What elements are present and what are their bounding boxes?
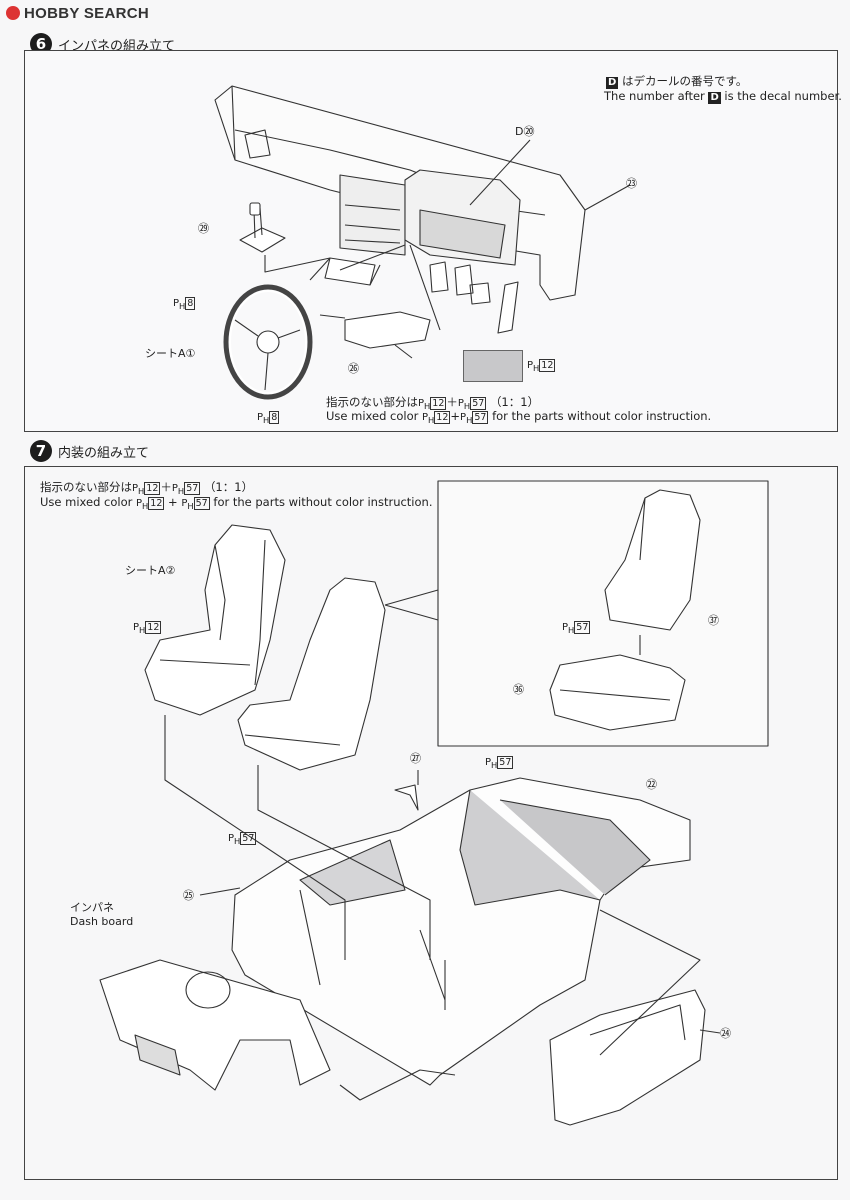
steering-column-drawing — [319, 311, 431, 359]
logo-mark-icon — [6, 6, 20, 20]
label-part-22: ㉒ — [646, 778, 657, 791]
label-dash-jp: インパネ — [70, 901, 114, 914]
dashboard-drawing — [214, 85, 586, 334]
label-part-27: ㉗ — [410, 752, 421, 765]
color-swatch-ph12 — [463, 350, 523, 382]
step-6-number: 6 — [30, 33, 52, 55]
label-part-37: ㊲ — [708, 614, 719, 627]
decal-note-jp: D はデカールの番号です。 — [606, 74, 748, 89]
part-27-drawing — [394, 784, 419, 811]
label-part-23: ㉓ — [626, 177, 637, 190]
label-d20: D⑳ — [515, 125, 535, 138]
seat-back-37-drawing — [604, 489, 701, 631]
hobby-search-logo: HOBBY SEARCH — [6, 5, 149, 22]
label-seat-a1: シートA① — [145, 347, 196, 360]
dash-board-drawing — [99, 959, 331, 1091]
interior-tub-drawing — [231, 777, 691, 1086]
door-panel-drawing — [549, 989, 706, 1126]
label-part-29: ㉙ — [198, 222, 209, 235]
steering-wheel-drawing — [223, 284, 313, 400]
label-dash-en: Dash board — [70, 915, 134, 928]
label-part-24: ㉔ — [720, 1027, 731, 1040]
step-7-panel — [24, 466, 838, 1180]
seat-cushion-36-drawing — [549, 654, 686, 731]
step-7-title: 内装の組み立て — [58, 446, 150, 461]
label-part-25: ㉕ — [183, 889, 194, 902]
label-part-26: ㉖ — [348, 362, 359, 375]
shifter-drawing — [239, 202, 286, 253]
decal-note-en: The number after D is the decal number. — [604, 89, 842, 104]
seat-b-drawing — [237, 577, 386, 771]
step-7-number: 7 — [30, 440, 52, 462]
label-seat-a2: シートA② — [125, 564, 176, 577]
label-part-36: ㊱ — [513, 683, 524, 696]
seat-a-drawing — [144, 524, 286, 716]
